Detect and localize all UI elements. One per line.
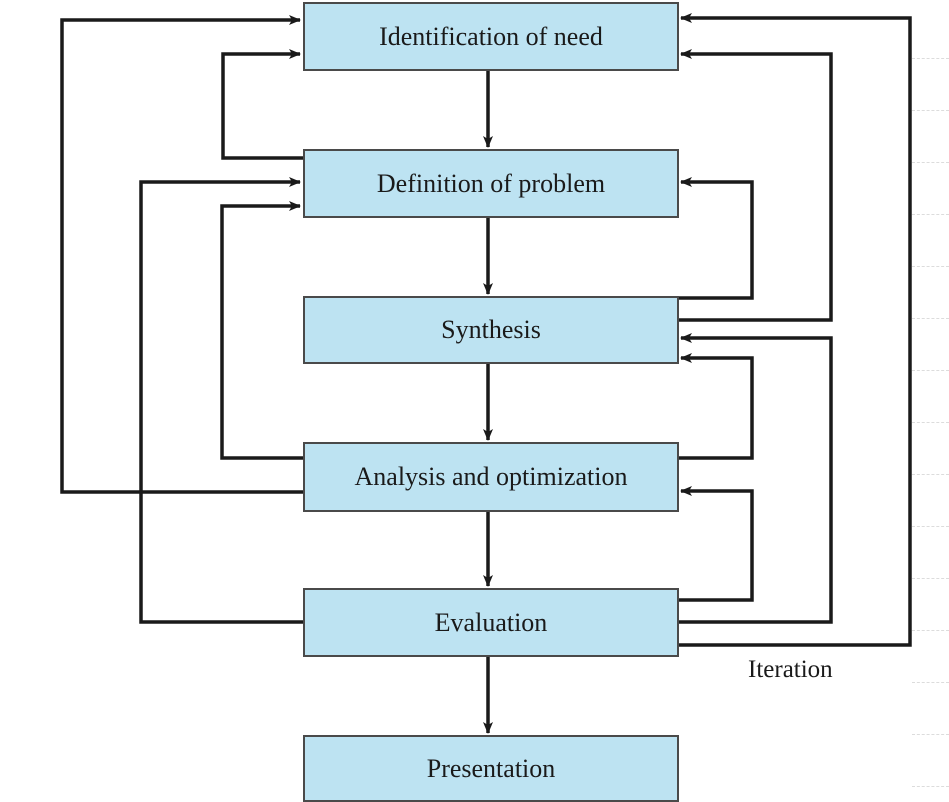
step-synthesis: Synthesis bbox=[303, 296, 679, 364]
background-rule bbox=[912, 162, 949, 163]
background-rule bbox=[912, 734, 949, 735]
loop-analysis-to-synthesis bbox=[679, 353, 754, 460]
loop-evaluation-to-analysis bbox=[679, 486, 754, 602]
background-rule bbox=[912, 786, 949, 787]
loop-synthesis-to-problem bbox=[679, 177, 754, 300]
loop-iteration-to-need bbox=[679, 13, 912, 647]
background-rule bbox=[912, 370, 949, 371]
background-rule bbox=[912, 266, 949, 267]
background-rule bbox=[912, 422, 949, 423]
background-rule bbox=[912, 214, 949, 215]
step-identification-of-need: Identification of need bbox=[303, 2, 679, 71]
background-rule bbox=[912, 630, 949, 631]
background-rule bbox=[912, 526, 949, 527]
step-definition-of-problem: Definition of problem bbox=[303, 149, 679, 218]
loop-synthesis-to-need bbox=[679, 49, 833, 322]
loop-analysis-to-problem bbox=[220, 201, 303, 460]
step-evaluation: Evaluation bbox=[303, 588, 679, 657]
background-rule bbox=[912, 58, 949, 59]
background-rule bbox=[912, 682, 949, 683]
step-analysis-and-optimization: Analysis and optimization bbox=[303, 442, 679, 512]
background-rule bbox=[912, 318, 949, 319]
loop-problem-to-need bbox=[221, 49, 303, 160]
loop-analysis-to-need bbox=[60, 15, 303, 494]
background-rule bbox=[912, 110, 949, 111]
background-rule bbox=[912, 474, 949, 475]
iteration-label: Iteration bbox=[748, 656, 833, 683]
step-presentation: Presentation bbox=[303, 735, 679, 802]
loop-evaluation-to-problem bbox=[139, 177, 303, 624]
background-rule bbox=[912, 578, 949, 579]
loop-evaluation-to-synthesis bbox=[679, 333, 833, 624]
